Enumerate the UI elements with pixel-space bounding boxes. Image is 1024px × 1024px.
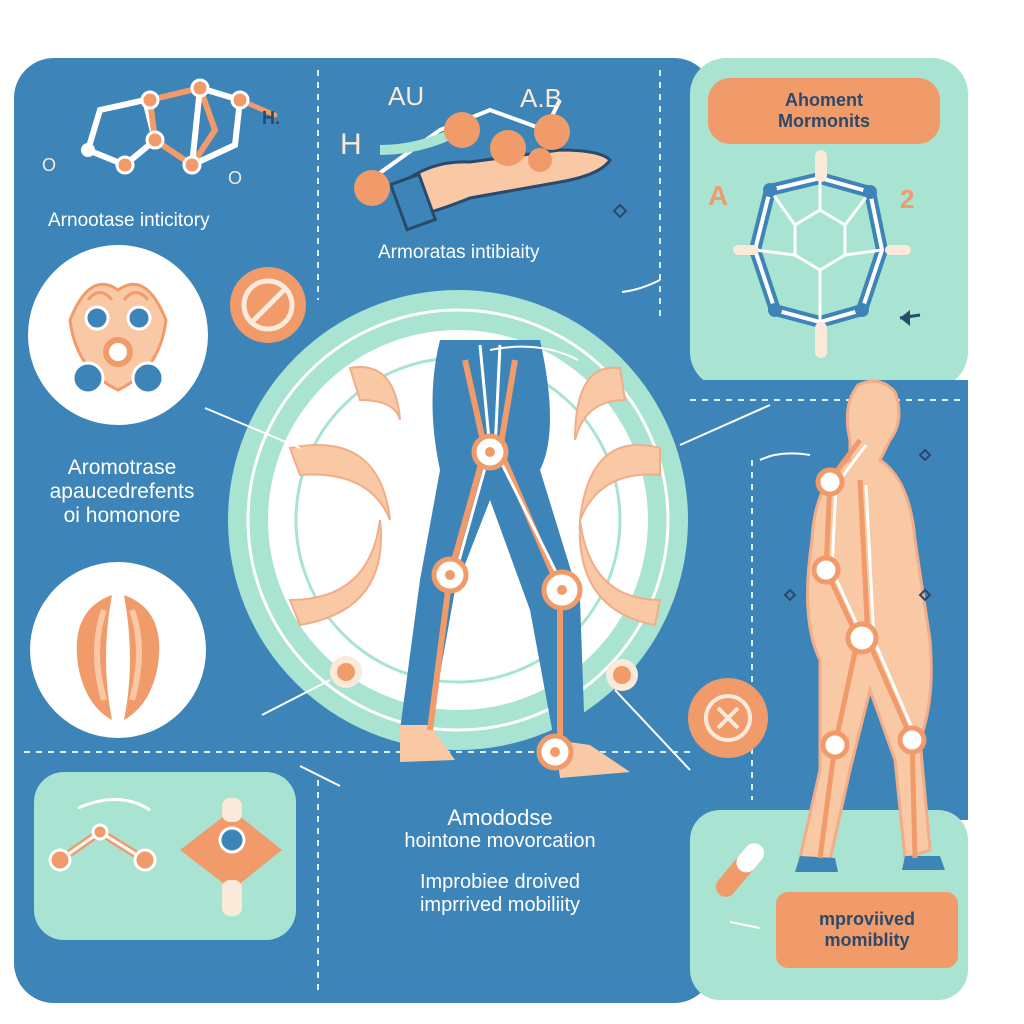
- atom-label-h: H.: [262, 108, 280, 128]
- hexagonal-ring-diagram: [733, 150, 911, 358]
- pill-icon: [715, 843, 765, 897]
- atom-label-au: AU: [388, 81, 425, 111]
- atom-label-ab: A.B: [520, 83, 562, 113]
- bottom-center-line-1: Amododse: [447, 805, 553, 830]
- ring-dots: [330, 656, 638, 691]
- legs-illustration: [400, 340, 630, 778]
- walking-figure-illustration: [795, 379, 945, 872]
- bottom-center-line-3: Improbiee droived: [419, 871, 581, 894]
- sparkle-decorations: [612, 203, 932, 602]
- close-circle-icon: [688, 678, 768, 758]
- ring-label-2: 2: [900, 184, 915, 214]
- receptor-circle-illustration: [28, 245, 208, 425]
- middle-left-line-3: oi homonore: [63, 504, 181, 528]
- middle-left-caption: Aromotrase apaucedrefents oi homonore: [42, 456, 202, 528]
- bottom-center-caption: Amododse hointone movorcation Improbiee …: [350, 805, 650, 917]
- hand-caption: Armoratas intibiaity: [378, 242, 540, 263]
- callout-bottom-line-2: momiblity: [824, 930, 910, 950]
- callout-line-1: Ahoment: [785, 90, 863, 110]
- molecule-label-left: Arnootase inticitory: [48, 210, 210, 231]
- connector-lines: [204, 279, 811, 929]
- hand-holding-molecules-illustration: [354, 99, 612, 232]
- callout-bottom-line-1: mproviived: [818, 909, 916, 929]
- top-right-callout: Ahoment Mormonits: [708, 78, 940, 144]
- atom-label-o-left: O: [42, 155, 57, 175]
- middle-left-line-2: apaucedrefents: [49, 480, 195, 504]
- molecule-shapes-bottom-left: [48, 798, 282, 916]
- bottom-right-callout: mproviived momiblity: [776, 892, 958, 968]
- atom-label-o-right: O: [228, 168, 243, 188]
- cartilage-shapes: [288, 366, 662, 627]
- callout-line-2: Mormonits: [778, 111, 870, 131]
- bottom-center-line-2: hointone movorcation: [404, 830, 596, 853]
- bottom-center-line-4: imprrived mobiliity: [419, 894, 581, 917]
- organ-circle-illustration: [30, 562, 206, 738]
- ring-label-a: A: [708, 180, 729, 211]
- atom-label-h-center: H: [340, 128, 362, 161]
- middle-left-line-1: Aromotrase: [67, 456, 177, 479]
- no-symbol-icon: [230, 267, 306, 343]
- molecule-diagram-left: [81, 78, 278, 175]
